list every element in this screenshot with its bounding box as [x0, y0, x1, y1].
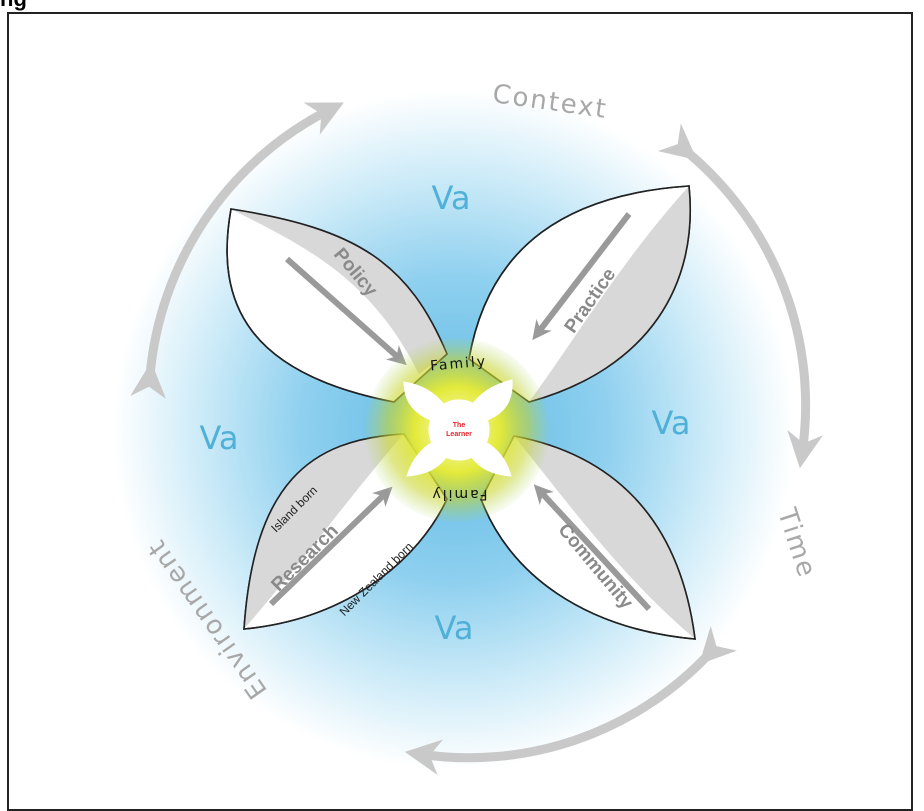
va-label-left: Va: [199, 419, 238, 457]
figure-heading-fragment: ng: [0, 0, 27, 12]
diagram-frame: Policy Practice Research Island born New…: [7, 12, 913, 811]
family-label-bottom: Family: [430, 486, 487, 502]
va-label-top: Va: [431, 179, 470, 217]
learner-label-line2: Learner: [446, 431, 472, 438]
va-label-bottom: Va: [434, 609, 473, 647]
va-label-right: Va: [651, 404, 690, 442]
fonua-diagram: Policy Practice Research Island born New…: [9, 14, 913, 811]
learner-label-line1: The: [453, 422, 466, 429]
